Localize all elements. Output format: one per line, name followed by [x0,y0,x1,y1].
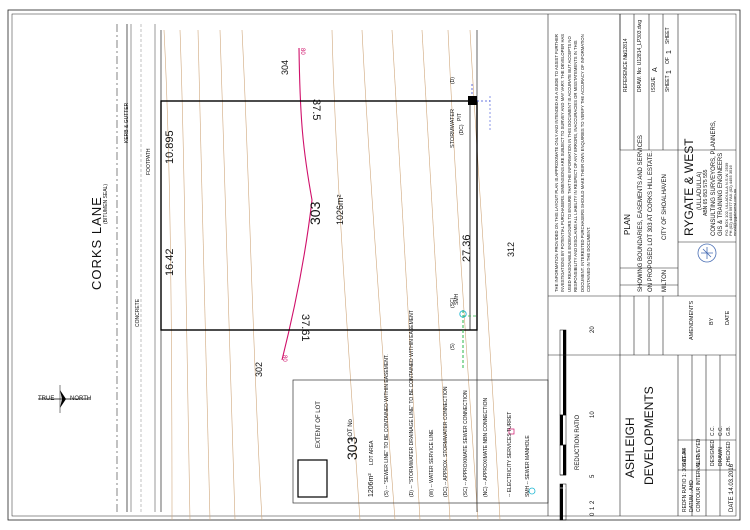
company-abn: ABN 65 053 575 555 [703,169,709,216]
contour-label-bottom: 80 [281,355,287,362]
concrete-label: CONCRETE [135,298,141,327]
legend-lot-no: 303 [344,436,360,460]
company-desc1: CONSULTING SURVEYORS, PLANNERS, [711,120,717,236]
neighbour-lot-312: 312 [506,241,516,257]
checked-label: CHECKED [726,441,732,466]
lot-number: 303 [307,201,323,225]
size-label: SIZE A4 [682,447,688,466]
reference-value: U12814 [623,38,629,56]
designed-label: DESIGNED [710,439,716,466]
scale-tick-2: 2 [590,500,596,504]
legend-lot-no-label: LOT No [348,419,354,440]
north-label: NORTH [70,396,92,402]
true-label: TRUE [38,396,55,402]
company-name: RYGATE & WEST [682,138,696,236]
legend-manhole-icon [528,487,536,495]
sheet-of-value: 1 [666,50,673,54]
north-arrow-icon [60,390,66,408]
contour-label-top: 80 [299,48,305,55]
issue-label: ISSUE [651,76,657,92]
surveyed-label: SURVEYED [696,438,702,466]
sewer-manhole [459,310,467,318]
d-label: (D) [450,77,456,84]
amendments-date: DATE [725,310,731,325]
sheet-border [7,9,741,521]
dimension-left-upper: 10.895 [164,130,176,164]
sheet-label-2: SHEET [665,27,671,44]
legend-lot-extent-swatch [297,459,328,498]
plan-line2: ON PROPOSED LOT 303 AT CORKS HILL ESTATE… [648,151,654,292]
date-value: 14.03.2016 [729,463,735,494]
legend-item-sewer: (S) -- "SEWER LINE" TO BE CONTAINED WITH… [384,354,390,497]
legend-area-label: LOT AREA [369,440,375,465]
designed-by: C.C. [710,426,716,436]
date-label: DATE : [729,493,735,512]
dc-label: (DC) [459,124,465,135]
dimension-top: 37.5 [310,99,322,121]
lot-area: 1026m² [335,194,345,225]
sheet-value: 1 [666,70,673,74]
legend-item-stormwater-conn: (DC) -- APPROX. STORMWATER CONNECTION [443,386,449,497]
developer-line1: ASHLEIGH [623,417,637,478]
stormwater-pit-label: PIT [457,113,463,121]
dimension-right: 27.36 [461,234,473,262]
neighbour-lot-302: 302 [254,361,264,377]
plan-line1: SHOWING BOUNDARIES, EASEMENTS AND SERVIC… [638,135,644,292]
lot-boundary [160,100,478,331]
drawn-by: C.C. [718,426,724,436]
plan-council: CITY OF SHOALHAVEN [662,174,668,240]
scale-tick-20: 20 [590,326,596,333]
contour-lines [163,29,501,521]
issue-value: A [652,67,659,72]
disclaimer-text: THE INFORMATION PROVIDED ON THIS LAYOUT … [554,33,592,292]
scale-bar [559,329,567,521]
plan-locality: MILTON [662,269,668,292]
legend-item-electricity: -- ELECTRICITY SERVICES TURRET [507,411,513,497]
stormwater-label: STORMWATER [450,108,456,148]
s-label: (S) [450,343,456,350]
electricity-turret-icon [508,428,515,435]
scale-tick-5: 5 [590,474,596,478]
legend-area: 1206m² [368,473,375,497]
scale-tick-10: 10 [590,411,596,418]
dimension-left-lower: 16.42 [164,248,176,276]
datum: DATUM : AHD [689,480,695,512]
scale-tick-1: 1 [590,506,596,510]
dimension-bottom: 37.61 [299,314,311,342]
scale-tick-0: 0 [590,512,596,516]
drawn-label: DRAWN [718,447,724,466]
legend-item-sewer-conn: (SC) -- APPROXIMATE SEWER CONNECTION [463,390,469,497]
smh-label: SMH [454,293,460,305]
amendments-by: BY [709,317,715,325]
developer-line2: DEVELOPMENTS [642,386,656,485]
amendments-label: AMENDMENTS [689,300,695,340]
legend-item-manhole: SMH -- SEWER MANHOLE [525,435,531,497]
reference-label: REFERENCE No. [623,51,629,92]
kerb-label: KERB & GUTTER [124,102,130,143]
stormwater-pit [468,96,477,105]
sheet-inner-border [11,13,737,517]
legend-item-drainage: (D) -- "STORMWATER DRAINAGE LINE" TO BE … [409,310,415,497]
sheet-label: SHEET [665,75,671,92]
road-surface: (BITUMEN SEAL) [103,183,109,224]
title-block-grid [547,14,736,516]
sheet-of-label: OF [665,57,671,64]
checked-by: G.B. [726,425,732,436]
legend-extent-label: EXTENT OF LOT [316,401,322,448]
company-email: email@rygatewest.com.au [732,188,737,236]
company-logo-icon [697,243,717,263]
road-name: CORKS LANE [89,196,104,290]
scale-label: REDUCTION RATIO [575,414,581,470]
plan-title: PLAN [623,214,632,235]
neighbour-lot-304: 304 [280,59,290,75]
footpath-label: FOOTPATH [146,148,152,175]
contour-80 [281,47,313,361]
legend-item-nbn-conn: (NC) -- APPROXIMATE NBN CONNECTION [483,397,489,497]
legend-item-water: (W) -- WATER SERVICE LINE [429,429,435,497]
drawing-number: DRAW. No: U12814_LP303.dwg [637,19,643,92]
